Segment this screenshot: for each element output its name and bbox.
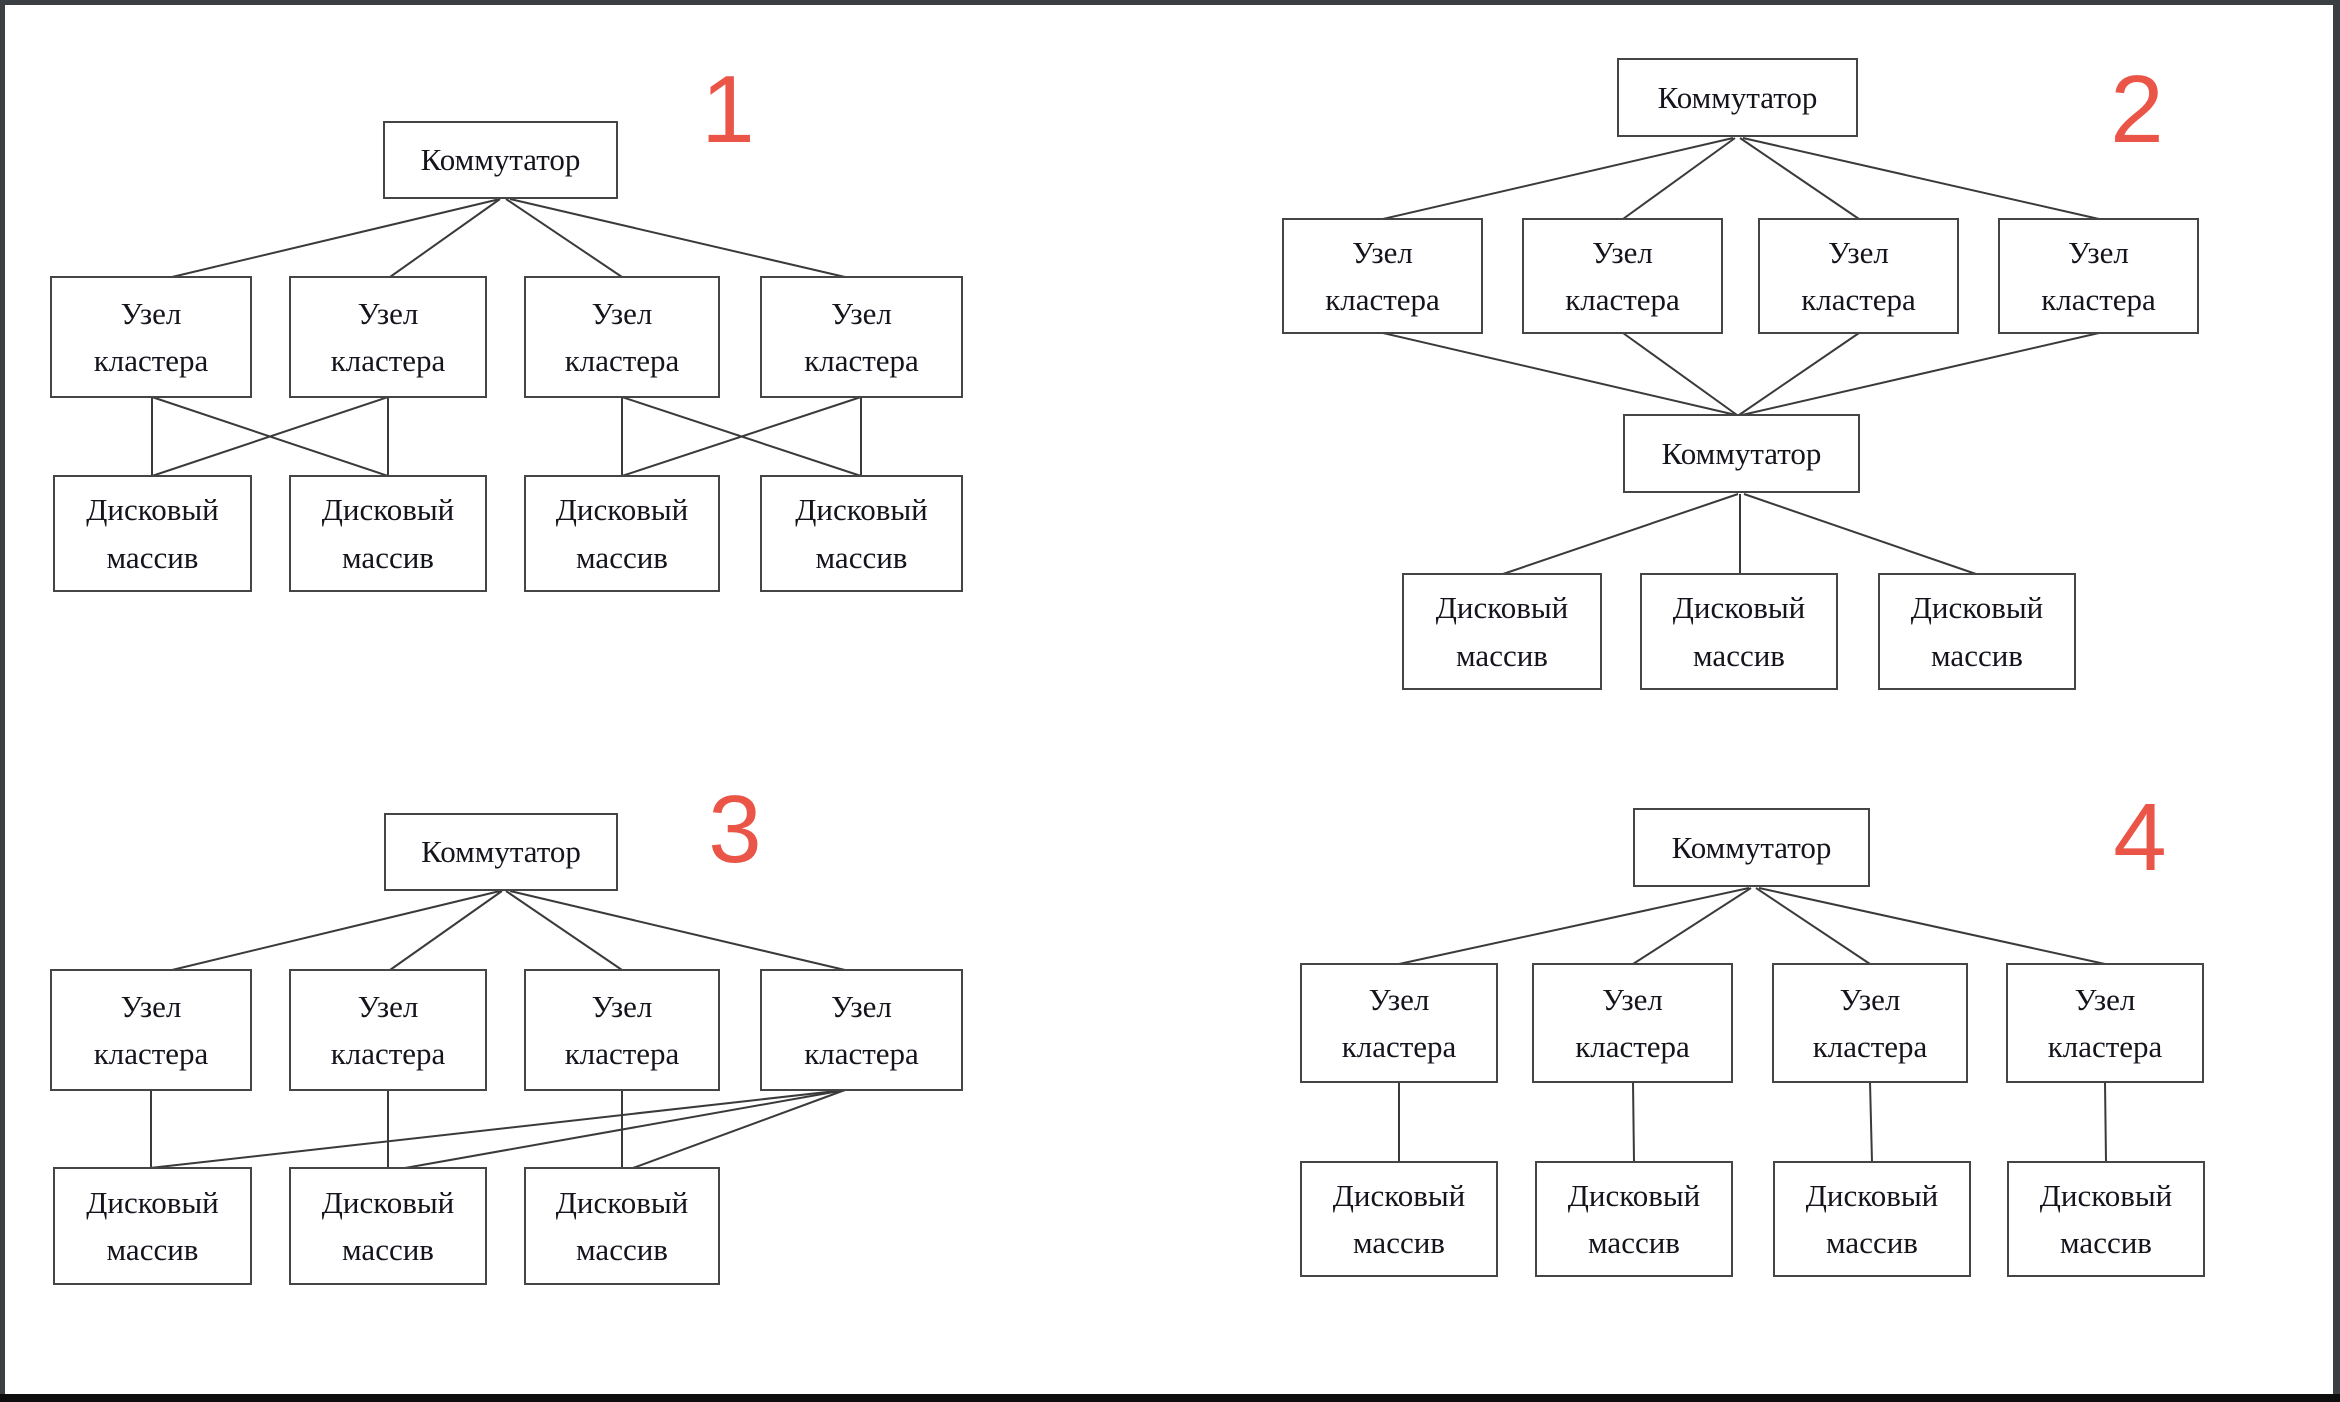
- cluster-node-box: Узел кластера: [760, 969, 963, 1091]
- disk-array-label: Дисковый массив: [1672, 590, 1806, 673]
- disk-array-label: Дисковый массив: [86, 1184, 219, 1267]
- disk-array-box: Дисковый массив: [53, 1167, 252, 1285]
- disk-array-box: Дисковый массив: [760, 475, 963, 592]
- cluster-node-box: Узел кластера: [1300, 963, 1498, 1083]
- disk-array-label: Дисковый массив: [1910, 590, 2044, 673]
- window-frame-left: [0, 0, 5, 1402]
- switch-box: Коммутатор: [383, 121, 618, 199]
- switch-label: Коммутатор: [1661, 435, 1822, 471]
- cluster-node-box: Узел кластера: [50, 969, 252, 1091]
- switch-label: Коммутатор: [421, 834, 581, 870]
- window-frame-bottom: [0, 1394, 2340, 1402]
- disk-array-label: Дисковый массив: [1332, 1177, 1466, 1260]
- disk-array-box: Дисковый массив: [1640, 573, 1838, 690]
- disk-array-label: Дисковый массив: [555, 1184, 689, 1267]
- diagram-4-connectors: [1398, 887, 2107, 1163]
- cluster-node-box: Узел кластера: [1758, 218, 1959, 334]
- disk-array-box: Дисковый массив: [289, 475, 487, 592]
- switch-box: Коммутатор: [384, 813, 618, 891]
- cluster-node-label: Узел кластера: [330, 295, 446, 378]
- diagram-1-number: 1: [701, 56, 755, 163]
- disk-array-label: Дисковый массив: [555, 492, 689, 575]
- disk-array-label: Дисковый массив: [321, 1184, 455, 1267]
- cluster-node-box: Узел кластера: [289, 276, 487, 398]
- cluster-node-label: Узел кластера: [1801, 234, 1916, 317]
- cluster-node-label: Узел кластера: [2041, 234, 2156, 317]
- cluster-node-label: Узел кластера: [804, 295, 919, 378]
- cluster-node-label: Узел кластера: [564, 295, 680, 378]
- disk-array-box: Дисковый массив: [1535, 1161, 1733, 1277]
- switch-box: Коммутатор: [1633, 808, 1870, 887]
- switch-label: Коммутатор: [1657, 79, 1818, 115]
- switch-label: Коммутатор: [1671, 829, 1832, 865]
- cluster-node-label: Узел кластера: [564, 988, 680, 1071]
- cluster-node-label: Узел кластера: [93, 988, 209, 1071]
- cluster-node-box: Узел кластера: [524, 276, 720, 398]
- cluster-node-box: Узел кластера: [50, 276, 252, 398]
- disk-array-box: Дисковый массив: [1402, 573, 1602, 690]
- cluster-node-box: Узел кластера: [760, 276, 963, 398]
- disk-array-box: Дисковый массив: [53, 475, 252, 592]
- diagram-2-number: 2: [2110, 56, 2164, 163]
- diagram-1-connectors: [151, 198, 862, 477]
- cluster-node-box: Узел кластера: [1282, 218, 1483, 334]
- cluster-node-label: Узел кластера: [804, 988, 919, 1071]
- disk-array-label: Дисковый массив: [321, 492, 455, 575]
- disk-array-box: Дисковый массив: [1878, 573, 2076, 690]
- window-frame-top: [0, 0, 2340, 5]
- cluster-node-label: Узел кластера: [1325, 234, 1440, 317]
- disk-array-label: Дисковый массив: [86, 492, 219, 575]
- cluster-node-label: Узел кластера: [330, 988, 446, 1071]
- disk-array-label: Дисковый массив: [1567, 1177, 1701, 1260]
- cluster-node-label: Узел кластера: [1565, 234, 1680, 317]
- cluster-node-label: Узел кластера: [1812, 981, 1928, 1064]
- diagram-3-connectors: [149, 890, 846, 1169]
- switch-box: Коммутатор: [1617, 58, 1858, 137]
- cluster-node-box: Узел кластера: [1772, 963, 1968, 1083]
- disk-array-box: Дисковый массив: [524, 1167, 720, 1285]
- disk-array-box: Дисковый массив: [524, 475, 720, 592]
- disk-array-box: Дисковый массив: [289, 1167, 487, 1285]
- disk-array-box: Дисковый массив: [2007, 1161, 2205, 1277]
- window-frame-right: [2333, 0, 2340, 1402]
- diagram-2-connectors: [1382, 137, 2100, 575]
- switch-label: Коммутатор: [420, 142, 581, 178]
- cluster-node-box: Узел кластера: [1998, 218, 2199, 334]
- cluster-node-box: Узел кластера: [1522, 218, 1723, 334]
- cluster-node-label: Узел кластера: [1575, 981, 1690, 1064]
- cluster-node-label: Узел кластера: [2047, 981, 2163, 1064]
- disk-array-box: Дисковый массив: [1300, 1161, 1498, 1277]
- disk-array-label: Дисковый массив: [1805, 1177, 1939, 1260]
- disk-array-box: Дисковый массив: [1773, 1161, 1971, 1277]
- disk-array-label: Дисковый массив: [795, 492, 928, 575]
- cluster-node-label: Узел кластера: [1341, 981, 1457, 1064]
- cluster-node-label: Узел кластера: [93, 295, 209, 378]
- diagram-4-number: 4: [2113, 784, 2167, 891]
- diagram-3-number: 3: [708, 776, 762, 883]
- cluster-node-box: Узел кластера: [524, 969, 720, 1091]
- switch-box: Коммутатор: [1623, 414, 1860, 493]
- disk-array-label: Дисковый массив: [2039, 1177, 2173, 1260]
- cluster-node-box: Узел кластера: [1532, 963, 1733, 1083]
- cluster-node-box: Узел кластера: [2006, 963, 2204, 1083]
- disk-array-label: Дисковый массив: [1435, 590, 1569, 673]
- cluster-node-box: Узел кластера: [289, 969, 487, 1091]
